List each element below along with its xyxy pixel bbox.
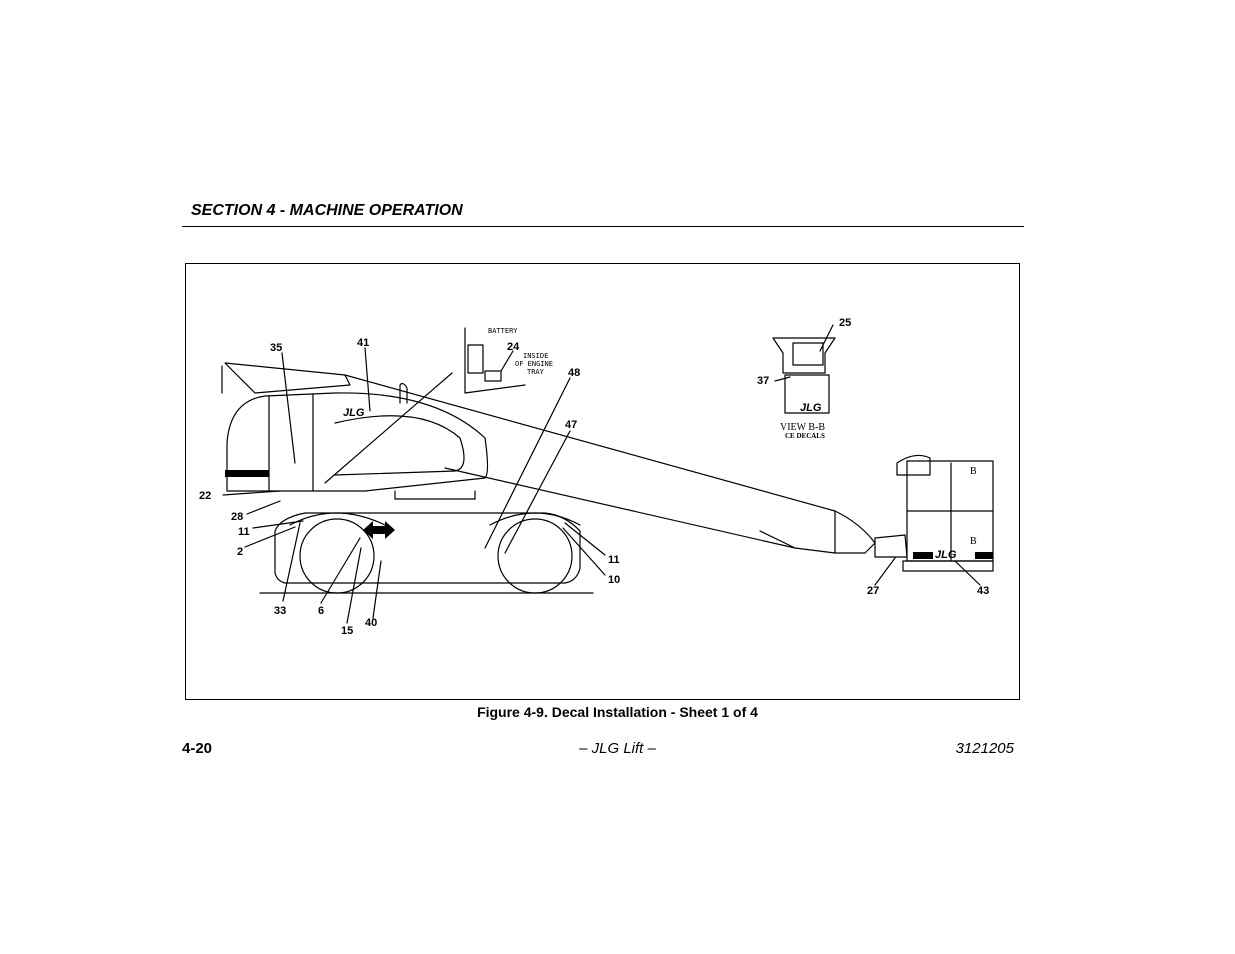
header-rule bbox=[182, 226, 1024, 227]
engine-tray-note-2: OF ENGINE bbox=[515, 360, 553, 368]
platform-control bbox=[896, 454, 931, 476]
boom-underside bbox=[759, 530, 796, 549]
cover-contour bbox=[334, 415, 465, 476]
section-marker-upper: B bbox=[970, 466, 977, 477]
callout-24: 24 bbox=[507, 341, 520, 353]
callout-48: 48 bbox=[568, 367, 580, 379]
footer-title: – JLG Lift – bbox=[579, 740, 656, 757]
callout-11-right: 11 bbox=[608, 554, 620, 566]
battery-outline bbox=[467, 344, 484, 374]
battery-inset-frame bbox=[464, 327, 526, 394]
boom-brand-decal: JLG bbox=[343, 407, 365, 419]
jib bbox=[874, 534, 908, 558]
callout-2: 2 bbox=[237, 546, 243, 558]
battery-note: BATTERY bbox=[488, 327, 518, 335]
callout-10: 10 bbox=[608, 574, 620, 586]
front-wheel bbox=[497, 518, 573, 594]
callout-47: 47 bbox=[565, 419, 577, 431]
section-marker-lower: B bbox=[970, 536, 977, 547]
figure-frame bbox=[185, 263, 1020, 700]
section-title: SECTION 4 - MACHINE OPERATION bbox=[191, 202, 463, 219]
callout-28: 28 bbox=[231, 511, 243, 523]
direction-arrow-decal bbox=[363, 521, 395, 539]
view-bb-brand-decal: JLG bbox=[800, 402, 822, 414]
engine-tray-note-1: INSIDE bbox=[523, 352, 548, 360]
callout-11-left: 11 bbox=[238, 526, 250, 538]
view-bb-guard bbox=[772, 337, 836, 374]
callout-22: 22 bbox=[199, 490, 211, 502]
callout-43: 43 bbox=[977, 585, 989, 597]
callout-40: 40 bbox=[365, 617, 377, 629]
chassis bbox=[274, 512, 581, 584]
callout-6: 6 bbox=[318, 605, 324, 617]
decal-installation-diagram: JLG JLG JLG BATTERY INSIDE OF ENGINE TRA… bbox=[199, 317, 994, 637]
boom-nose bbox=[834, 510, 876, 554]
turntable-base bbox=[394, 490, 476, 500]
callout-27: 27 bbox=[867, 585, 879, 597]
tower-top bbox=[224, 362, 351, 394]
rear-wheel bbox=[299, 518, 375, 594]
callout-numbers: 35 41 24 48 47 25 37 22 28 11 2 33 6 15 … bbox=[199, 317, 989, 637]
platform-floor bbox=[902, 560, 994, 572]
callout-33: 33 bbox=[274, 605, 286, 617]
platform-brand-decal: JLG bbox=[935, 549, 957, 561]
hazard-stripe-decals bbox=[225, 470, 993, 559]
callout-15: 15 bbox=[341, 625, 353, 637]
callout-41: 41 bbox=[357, 337, 369, 349]
page-number: 4-20 bbox=[182, 740, 213, 757]
rear-fender bbox=[289, 512, 386, 526]
engine-cover bbox=[226, 392, 489, 492]
view-bb-body bbox=[784, 374, 830, 414]
ce-decals-label: CE DECALS bbox=[785, 432, 825, 440]
document-number: 3121205 bbox=[955, 740, 1014, 757]
view-bb-label: VIEW B-B bbox=[780, 422, 825, 433]
callout-35: 35 bbox=[270, 342, 282, 354]
figure-caption: Figure 4-9. Decal Installation - Sheet 1… bbox=[477, 704, 758, 720]
exhaust-pipe bbox=[399, 382, 408, 404]
view-bb-decal-panel bbox=[792, 342, 824, 366]
callout-25: 25 bbox=[839, 317, 851, 329]
engine-tray-note-3: TRAY bbox=[527, 368, 545, 376]
callout-37: 37 bbox=[757, 375, 769, 387]
engine-tray-decal bbox=[484, 370, 502, 382]
